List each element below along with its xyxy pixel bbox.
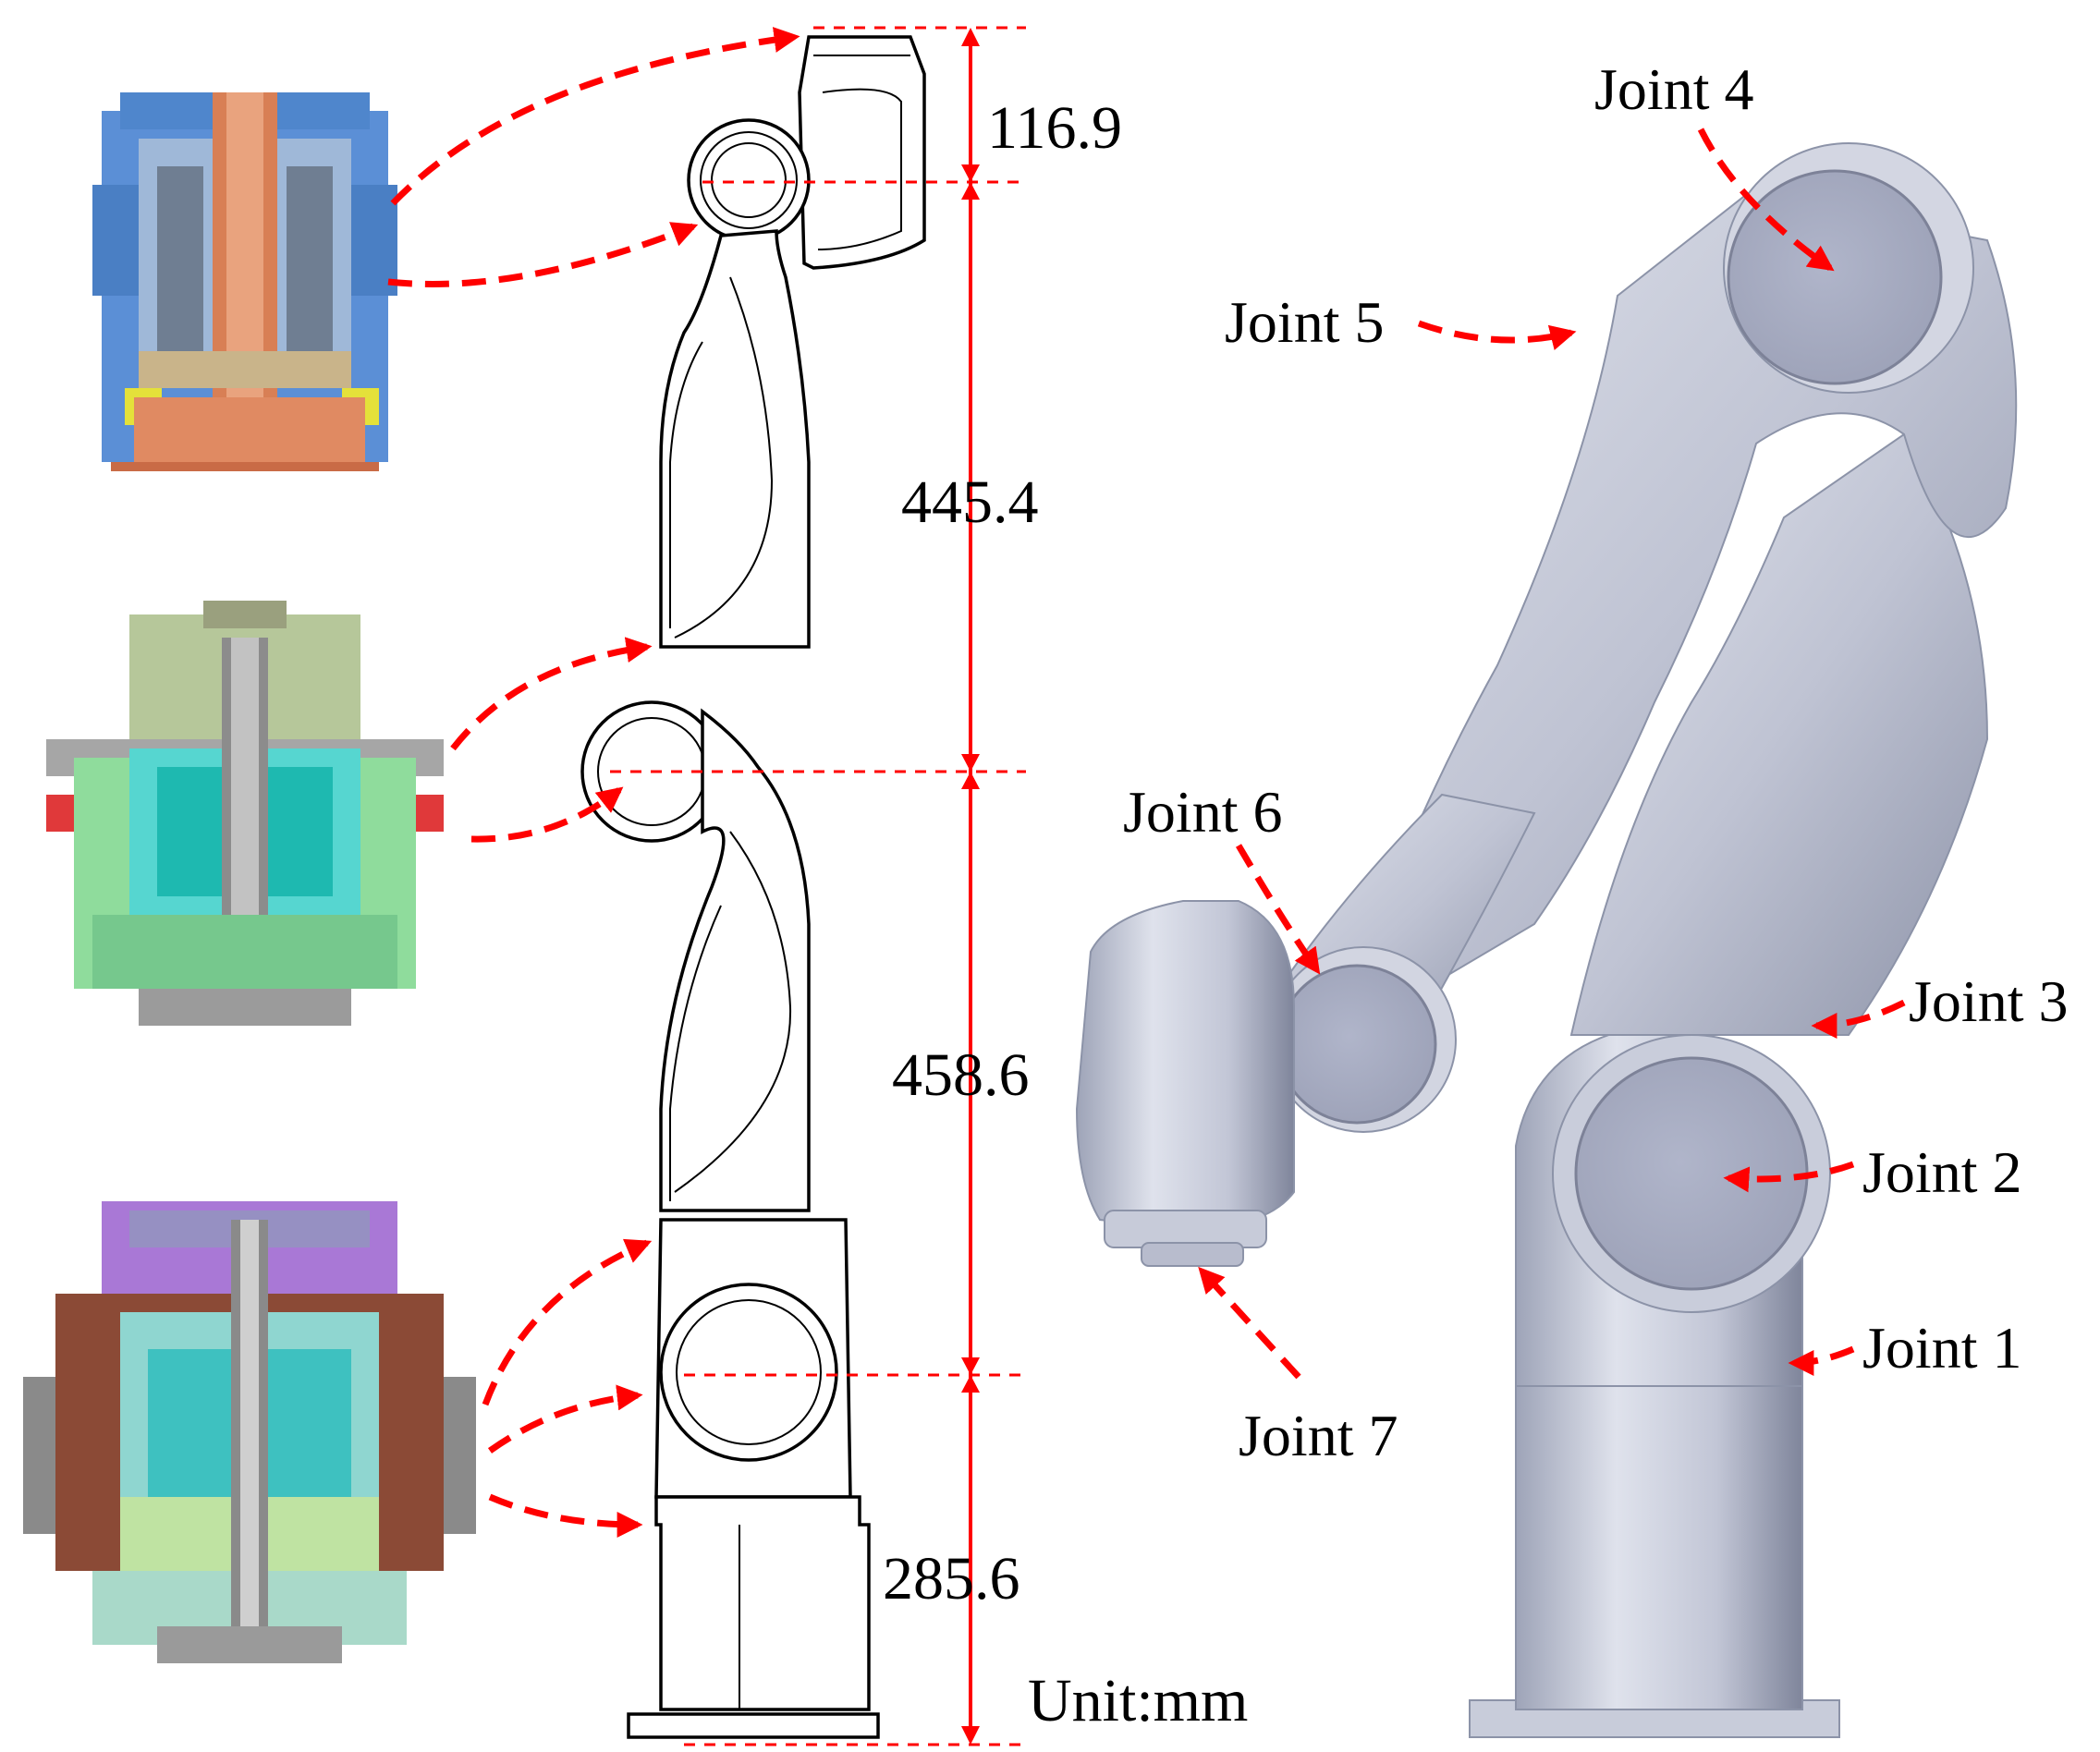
joint-section-bottom [23, 1201, 476, 1663]
joint-section-top [92, 92, 397, 471]
dimension-285-6: 285.6 [883, 1545, 1020, 1612]
unit-label: Unit:mm [1028, 1667, 1248, 1734]
joint-6-label: Joint 6 [1123, 779, 1282, 845]
joint-3-label: Joint 3 [1909, 968, 2068, 1034]
joint-5-label: Joint 5 [1225, 289, 1384, 355]
dimension-445-4: 445.4 [901, 468, 1039, 536]
joint-2-label: Joint 2 [1862, 1139, 2021, 1205]
rendered-robot-arm [1075, 142, 2018, 1738]
section-link-arrows [387, 27, 800, 1538]
joint-section-middle [46, 601, 444, 1026]
joint-1-label: Joint 1 [1862, 1315, 2021, 1381]
dimension-458-6: 458.6 [892, 1041, 1030, 1109]
joint-label-arrows [1198, 128, 1906, 1380]
dimension-line [961, 28, 980, 1745]
dimension-116-9: 116.9 [987, 94, 1122, 162]
arm-outline-drawing [580, 35, 926, 1739]
joint-7-label: Joint 7 [1239, 1403, 1398, 1468]
joint-4-label: Joint 4 [1594, 56, 1753, 122]
